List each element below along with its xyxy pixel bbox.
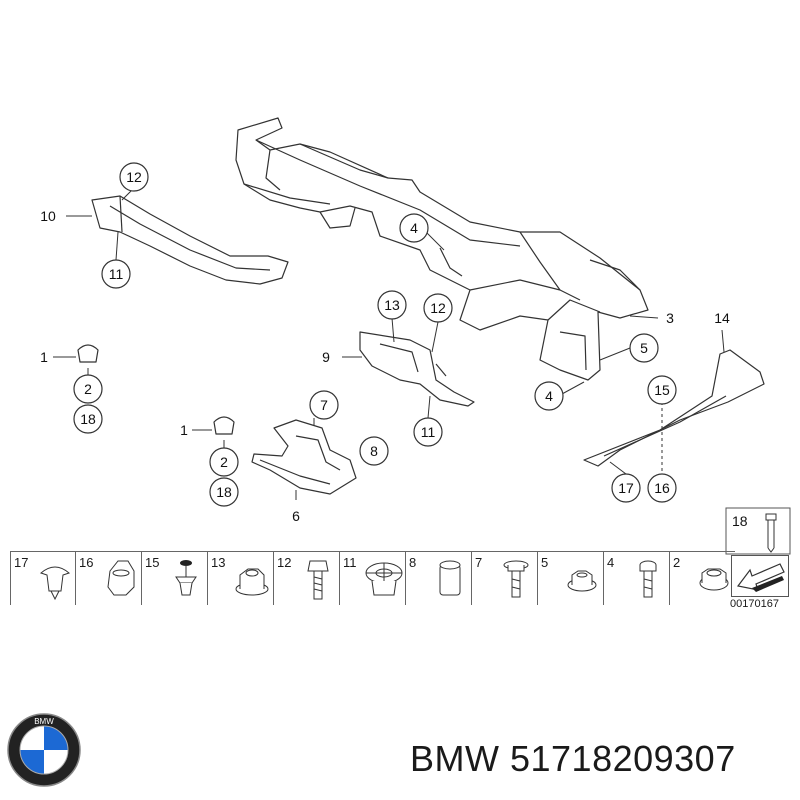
callout-11: 11: [109, 266, 124, 282]
parts-strip-number: 5: [541, 555, 549, 570]
bmw-roundel-icon: BMW: [6, 712, 82, 788]
reference-code: 00170167: [730, 598, 779, 610]
callout-14: 14: [714, 310, 730, 326]
flange-nut-icon: [230, 555, 274, 601]
callout-18: 18: [80, 411, 96, 427]
parts-strip-number: 4: [607, 555, 615, 570]
flange-bolt-icon: [494, 555, 538, 601]
parts-strip-number: 16: [79, 555, 94, 570]
corner-part-label: 18: [732, 513, 748, 529]
callout-12-b: 12: [430, 300, 446, 316]
part-number-label: BMW 51718209307: [410, 738, 736, 779]
parts-strip-cell: 4: [603, 551, 669, 605]
left-bracket-part: [91, 195, 289, 285]
callout-18-b: 18: [216, 484, 232, 500]
callout-4: 4: [410, 220, 418, 236]
collar-nut-icon: [692, 555, 736, 601]
parts-strip-number: 2: [673, 555, 681, 570]
parts-strip-number: 11: [343, 555, 357, 570]
expanding-rivet-icon: [33, 555, 77, 601]
bolt-icon: [626, 555, 670, 601]
callout-4-b: 4: [545, 388, 553, 404]
callout-9: 9: [322, 349, 330, 365]
spacer-sleeve-icon: [428, 555, 472, 601]
parts-strip-number: 13: [211, 555, 226, 570]
parts-strip-cell: 15: [141, 551, 207, 605]
parts-strip-cell: 12: [273, 551, 339, 605]
cross-car-beam: [235, 117, 649, 381]
callout-2-b: 2: [220, 454, 228, 470]
grommet-icon: [362, 555, 406, 601]
parts-strip-number: 7: [475, 555, 483, 570]
parts-strip-cell: 7: [471, 551, 537, 605]
callout-1-b: 1: [180, 422, 188, 438]
callout-10: 10: [40, 208, 56, 224]
hex-nut-cap-icon: [98, 555, 142, 601]
callout-16: 16: [654, 480, 670, 496]
logo-lettering: BMW: [34, 717, 54, 726]
hex-nut-icon: [560, 555, 604, 601]
parts-strip-cell: 11: [339, 551, 405, 605]
right-strut-part: [583, 349, 765, 467]
parts-strip-number: 8: [409, 555, 417, 570]
leader-lines: [53, 187, 725, 500]
parts-diagram: 12 10 11 4 3 13 12 9 5 14 1 2 18 4 15 7 …: [40, 117, 791, 555]
callout-13: 13: [384, 297, 400, 313]
lower-bracket-part: [251, 419, 357, 495]
callout-7: 7: [320, 397, 328, 413]
parts-strip-cell: 13: [207, 551, 273, 605]
screw-icon: [765, 513, 777, 553]
parts-strip-number: 12: [277, 555, 292, 570]
callout-8: 8: [370, 443, 378, 459]
callout-12: 12: [126, 169, 142, 185]
callout-3: 3: [666, 310, 674, 326]
callout-6: 6: [292, 508, 300, 524]
callout-2: 2: [84, 381, 92, 397]
corner-part-box: 18: [725, 507, 791, 555]
parts-strip-cell: 2: [669, 551, 735, 605]
callout-5: 5: [640, 340, 648, 356]
parts-strip-cell: 8: [405, 551, 471, 605]
middle-bracket-part: [359, 331, 475, 407]
direction-arrow-icon: [731, 555, 789, 597]
loose-fastener-parts: [77, 344, 235, 435]
parts-strip-cell: 5: [537, 551, 603, 605]
parts-strip: 17 16 15 13 12 11 8 7 5 4 2: [10, 551, 790, 605]
callout-11-b: 11: [421, 424, 436, 440]
callout-layer: [73, 162, 677, 507]
parts-strip-number: 15: [145, 555, 160, 570]
parts-strip-cell: 16: [75, 551, 141, 605]
push-clip-icon: [164, 555, 208, 601]
parts-strip-number: 17: [14, 555, 29, 570]
callout-1: 1: [40, 349, 48, 365]
parts-strip-cell: 17: [10, 551, 75, 605]
hex-bolt-icon: [296, 555, 340, 601]
callout-15: 15: [654, 382, 670, 398]
callout-17: 17: [618, 480, 634, 496]
